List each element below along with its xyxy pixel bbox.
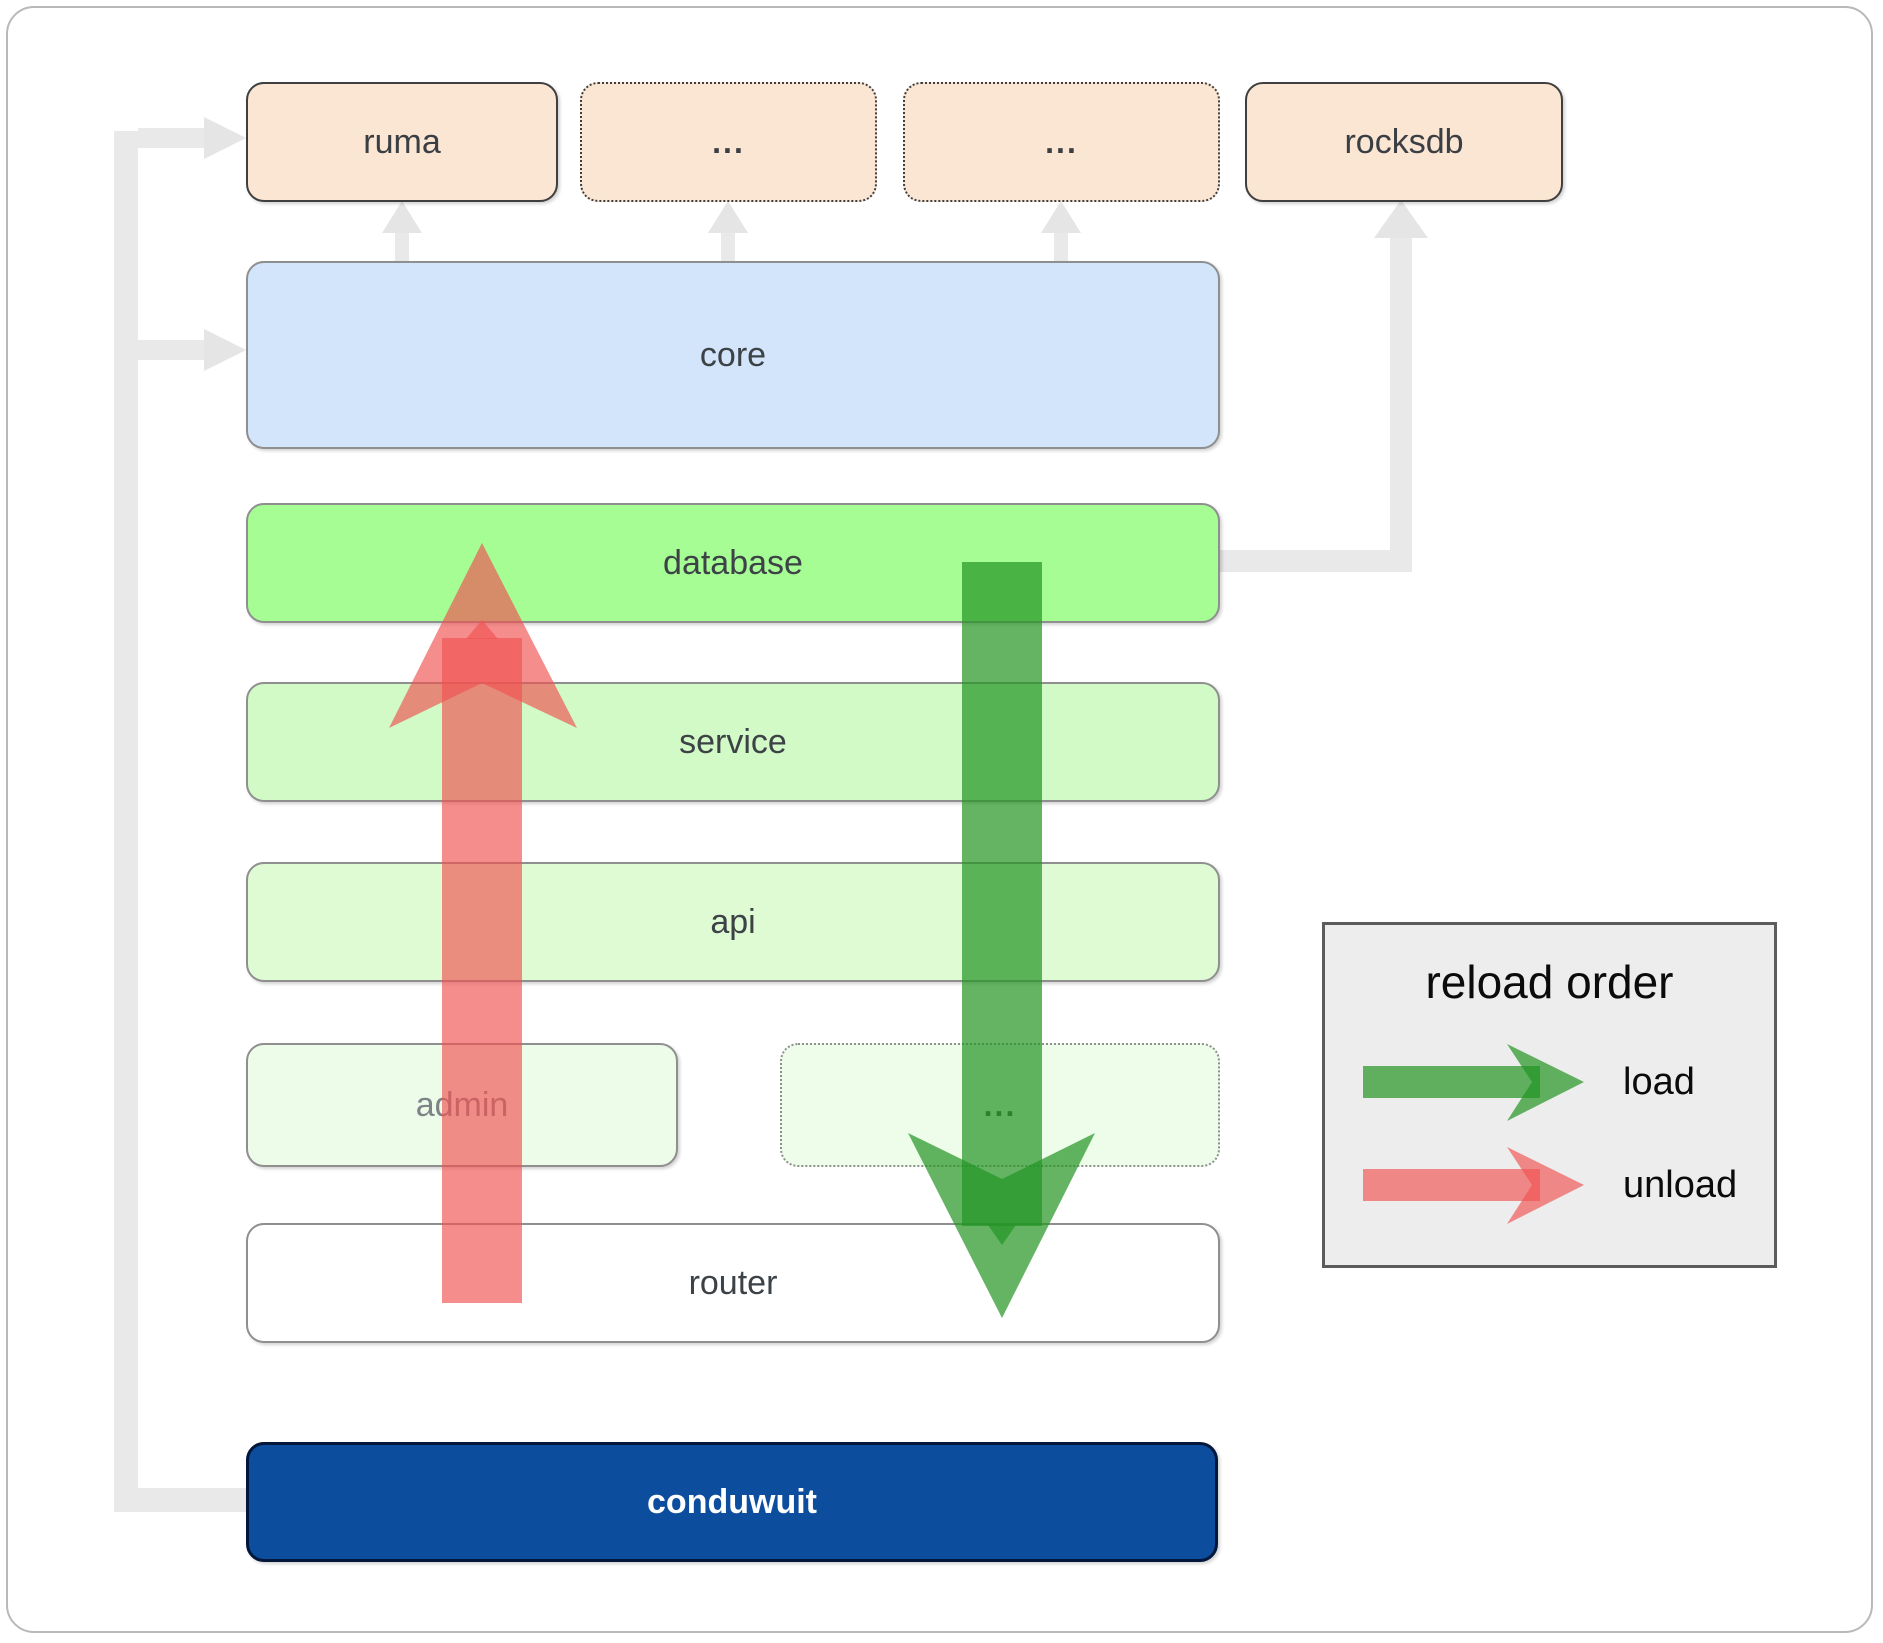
legend-label-unload: unload [1623,1164,1738,1206]
connector-database-rocksdb-h [1220,550,1403,572]
connector-database-rocksdb-v [1390,238,1412,572]
node-service: service [246,682,1220,802]
connector-to-ruma [138,128,204,148]
node-api: api [246,862,1220,982]
arrowhead-core-dep1 [708,201,748,233]
connector-conduwuit-horizontal [114,1488,246,1512]
connector-conduwuit-vertical [114,131,138,1512]
connector-core-dep2 [1054,231,1068,261]
connector-core-ruma [395,231,409,261]
node-rocksdb: rocksdb [1245,82,1563,202]
node-dependency-more-1: ... [580,82,877,202]
legend-label-load: load [1623,1061,1695,1103]
arrowhead-core-dep2 [1041,201,1081,233]
connector-core-dep1 [721,231,735,261]
node-conduwuit: conduwuit [246,1442,1218,1562]
legend-title: reload order [1425,956,1674,1008]
arrowhead-core-ruma [382,201,422,233]
arrowhead-to-ruma [204,117,246,159]
connector-to-core [138,340,204,360]
node-admin-more: ... [780,1043,1220,1167]
node-ruma: ruma [246,82,558,202]
arrowhead-to-rocksdb [1374,200,1428,238]
node-admin: admin [246,1043,678,1167]
node-core: core [246,261,1220,449]
node-dependency-more-2: ... [903,82,1220,202]
legend-reload-order: reload order load unload [1322,922,1777,1268]
node-database: database [246,503,1220,623]
arrowhead-to-core [204,329,246,371]
outer-frame [6,6,1873,1633]
node-router: router [246,1223,1220,1343]
